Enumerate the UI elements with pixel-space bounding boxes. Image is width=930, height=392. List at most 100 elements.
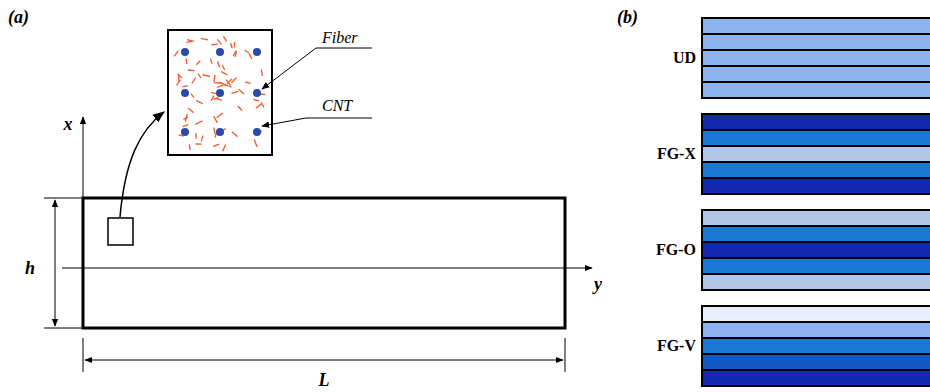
- dimension-label: L: [319, 371, 330, 389]
- cnt-stroke: [185, 59, 187, 64]
- cnt-stroke: [186, 41, 194, 43]
- stack-label: FG-V: [657, 338, 696, 354]
- fiber-dot: [216, 128, 224, 136]
- dimension-label: h: [25, 259, 35, 277]
- cnt-stroke: [211, 96, 214, 101]
- dimension-tick: [83, 338, 84, 372]
- cnt-stroke: [245, 50, 249, 53]
- cnt-stroke: [217, 85, 224, 88]
- stack-label: FG-O: [656, 242, 696, 258]
- callout-label: CNT: [322, 98, 352, 114]
- fiber-dot: [253, 48, 261, 56]
- cnt-stroke: [185, 114, 187, 122]
- cnt-stroke: [201, 38, 208, 39]
- fiber-dot: [216, 89, 224, 97]
- cnt-stroke: [261, 70, 262, 76]
- cnt-stroke: [192, 78, 196, 84]
- fiber-dots: [181, 48, 261, 136]
- panel-label: (b): [617, 8, 638, 26]
- fiber-dot: [181, 48, 189, 56]
- ply-layer: [701, 273, 930, 291]
- cnt-stroke: [177, 80, 181, 86]
- cnt-stroke: [254, 140, 257, 147]
- cnt-stroke: [232, 91, 239, 93]
- axis-label: y: [594, 275, 602, 293]
- fiber-dot: [253, 89, 261, 97]
- leader-line: [306, 118, 372, 119]
- cnt-stroke: [238, 106, 242, 111]
- leader-line: [262, 118, 306, 126]
- cnt-stroke: [210, 59, 212, 64]
- fiber-dot: [216, 48, 224, 56]
- cnt-stroke: [195, 121, 202, 124]
- dimension-tick: [565, 338, 566, 372]
- dimension-tick: [44, 198, 83, 199]
- cnt-stroke: [232, 132, 238, 137]
- cnt-stroke: [196, 143, 202, 144]
- cnt-stroke: [256, 104, 262, 108]
- cnt-stroke: [203, 75, 211, 77]
- cnt-stroke: [182, 85, 188, 87]
- cnt-texture: [174, 36, 265, 151]
- callout-label: Fiber: [322, 30, 358, 46]
- cnt-stroke: [254, 100, 259, 102]
- cnt-stroke: [239, 89, 244, 94]
- layer-stack: FG-O: [636, 209, 930, 291]
- cnt-stroke: [218, 61, 220, 67]
- cnt-stroke: [222, 65, 225, 70]
- cnt-stroke: [196, 61, 200, 65]
- zoom-arrow: [120, 112, 164, 217]
- layer-stack: FG-V: [636, 305, 930, 387]
- leader-line: [316, 48, 372, 49]
- stack-label: UD: [673, 50, 696, 66]
- fiber-dot: [181, 128, 189, 136]
- cnt-stroke: [223, 145, 226, 152]
- fiber-dot: [253, 128, 261, 136]
- axis-label: x: [64, 115, 73, 133]
- cnt-stroke: [231, 43, 233, 48]
- ply-layer: [701, 177, 930, 195]
- cnt-stroke: [191, 94, 194, 98]
- cnt-stroke: [234, 42, 235, 48]
- cnt-stroke: [195, 133, 197, 139]
- cnt-stroke: [188, 108, 193, 113]
- cnt-stroke: [227, 79, 232, 84]
- cnt-stroke: [178, 74, 180, 82]
- cnt-stroke: [187, 40, 192, 41]
- layer-stack: UD: [636, 17, 930, 99]
- layer-stack: FG-X: [636, 113, 930, 195]
- cnt-stroke: [231, 78, 236, 83]
- cnt-stroke: [217, 113, 223, 118]
- y-axis: [62, 268, 592, 269]
- ply-layer: [701, 81, 930, 99]
- cnt-stroke: [214, 128, 215, 134]
- cnt-stroke: [245, 82, 251, 84]
- cnt-stroke: [188, 69, 195, 71]
- x-axis: [83, 117, 84, 198]
- cnt-stroke: [189, 145, 190, 151]
- cnt-stroke: [261, 102, 264, 107]
- cnt-stroke: [249, 53, 252, 59]
- cnt-stroke: [217, 39, 221, 44]
- dimension-line: [55, 200, 56, 326]
- cnt-stroke: [196, 101, 203, 104]
- panel-label: (a): [8, 8, 29, 26]
- cnt-stroke: [174, 51, 178, 57]
- beam-outline: [83, 198, 565, 328]
- cnt-stroke: [233, 51, 236, 56]
- cnt-stroke: [213, 144, 219, 146]
- cnt-stroke: [183, 125, 189, 127]
- inset-box: [168, 30, 272, 155]
- stack-label: FG-X: [657, 146, 696, 162]
- cnt-stroke: [221, 72, 228, 75]
- cnt-stroke: [213, 75, 215, 83]
- fiber-dot: [181, 89, 189, 97]
- dimension-line: [85, 360, 563, 361]
- dimension-tick: [44, 328, 83, 329]
- leader-line: [262, 48, 316, 89]
- cnt-stroke: [211, 44, 218, 46]
- cnt-stroke: [198, 74, 201, 79]
- element-square: [108, 218, 133, 245]
- cnt-stroke: [201, 136, 203, 142]
